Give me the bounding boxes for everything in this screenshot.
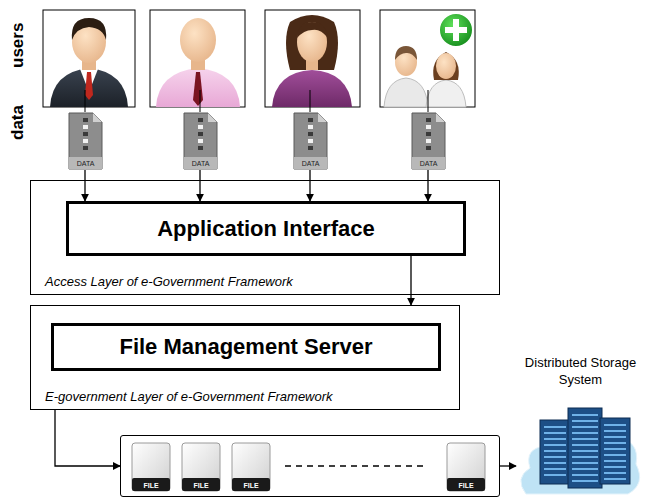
- component-box: File Management Server: [51, 323, 441, 371]
- layer-caption: Access Layer of e-Government Framework: [45, 274, 293, 289]
- row-label: data: [8, 105, 28, 140]
- data-document: DATA: [292, 112, 328, 170]
- icon-caption: FILE: [231, 481, 271, 490]
- ellipsis-dashes: [285, 465, 425, 467]
- flow-arrow: [427, 170, 428, 201]
- framework-layer: Access Layer of e-Government Framework Ap…: [30, 180, 500, 295]
- flow-arrow: [309, 170, 310, 201]
- data-document: DATA: [182, 112, 218, 170]
- layer-caption: E-government Layer of e-Government Frame…: [45, 389, 333, 404]
- row-label: users: [8, 23, 28, 68]
- box-title: Application Interface: [157, 216, 375, 242]
- framework-layer: E-government Layer of e-Government Frame…: [30, 305, 460, 410]
- file-store: FILE FILE FILE FILE: [120, 435, 500, 497]
- storage-caption: Distributed Storage System: [516, 354, 645, 388]
- user-icon: [150, 10, 245, 107]
- flow-arrow: [55, 410, 120, 466]
- flow-arrow: [199, 170, 200, 201]
- file-icon: FILE: [181, 442, 221, 492]
- component-box: Application Interface: [66, 201, 466, 256]
- file-icon: FILE: [131, 442, 171, 492]
- storage-system: Distributed Storage System: [516, 352, 645, 498]
- data-document: DATA: [67, 112, 103, 170]
- icon-caption: DATA: [69, 159, 102, 168]
- file-icon: FILE: [446, 442, 486, 492]
- box-title: File Management Server: [119, 334, 372, 360]
- server-cloud-icon: [518, 398, 643, 498]
- data-document: DATA: [410, 112, 446, 170]
- icon-caption: FILE: [181, 481, 221, 490]
- flow-arrow: [500, 465, 516, 466]
- icon-caption: FILE: [131, 481, 171, 490]
- icon-caption: DATA: [184, 159, 217, 168]
- icon-caption: DATA: [412, 159, 445, 168]
- flow-arrow: [410, 256, 411, 305]
- user-icon: [265, 10, 360, 107]
- icon-caption: DATA: [294, 159, 327, 168]
- flow-arrow: [84, 170, 85, 201]
- user-line: [85, 90, 428, 112]
- user-icon: [43, 10, 135, 107]
- file-icon: FILE: [231, 442, 271, 492]
- icon-caption: FILE: [446, 481, 486, 490]
